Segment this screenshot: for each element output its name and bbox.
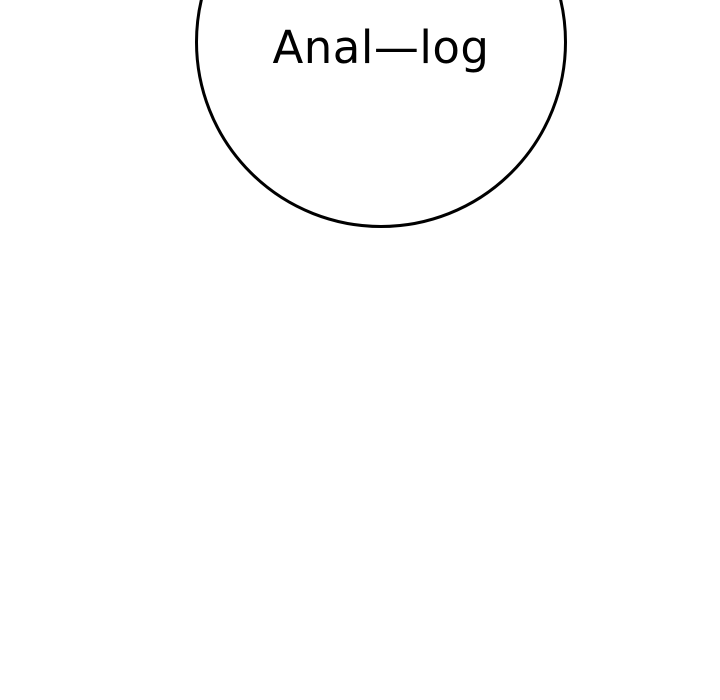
circle-label: Anal—log: [272, 21, 490, 74]
